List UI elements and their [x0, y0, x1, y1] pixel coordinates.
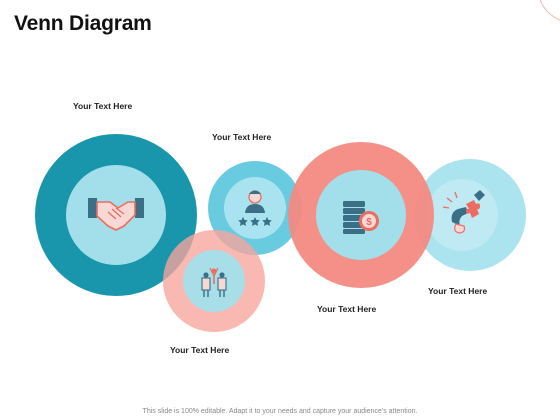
- label-salmon-circle: Your Text Here: [317, 304, 377, 314]
- team-icon: [201, 267, 227, 297]
- svg-text:$: $: [366, 217, 372, 228]
- label-cyan-circle: Your Text Here: [212, 132, 272, 142]
- handshake-icon: [88, 198, 144, 231]
- puzzle-hand-icon: [442, 190, 485, 234]
- label-light-salmon-circle: Your Text Here: [170, 345, 230, 355]
- label-teal-circle: Your Text Here: [73, 101, 133, 111]
- star-rated-person-icon: [238, 190, 272, 226]
- coins-dollar-icon: $: [343, 201, 379, 234]
- footer-note: This slide is 100% editable. Adapt it to…: [142, 408, 418, 415]
- page-title: Venn Diagram: [14, 12, 152, 35]
- label-light-blue-circle: Your Text Here: [428, 286, 488, 296]
